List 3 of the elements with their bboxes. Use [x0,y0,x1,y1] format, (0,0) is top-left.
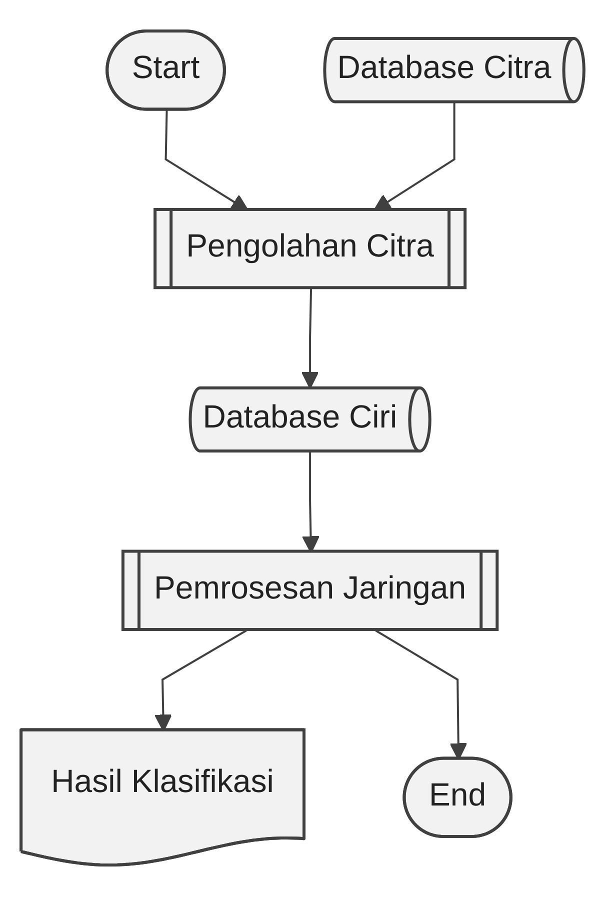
node-text: Database Citra [337,52,552,87]
node-text: Database Ciri [202,402,398,436]
arrow [301,289,319,390]
